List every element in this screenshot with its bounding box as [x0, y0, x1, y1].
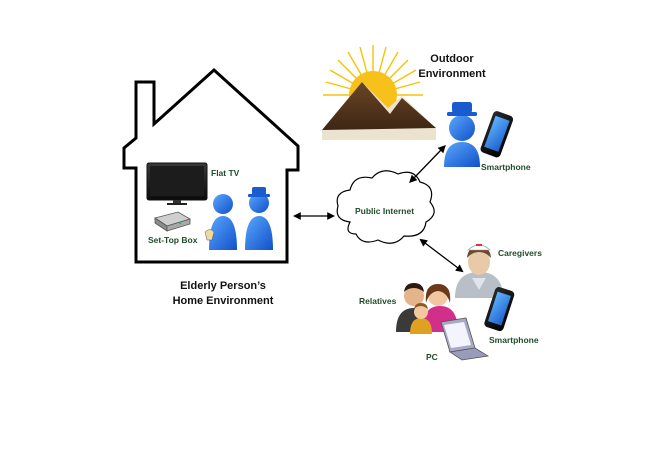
family-icon	[396, 283, 458, 334]
house-icon	[122, 67, 300, 264]
cloud-icon	[336, 170, 435, 244]
set-top-box-label: Set-Top Box	[148, 235, 198, 245]
public-internet-label: Public Internet	[355, 206, 415, 216]
arrow-internet-outdoor	[409, 144, 446, 184]
smartphone-icon	[480, 111, 514, 158]
relatives-label: Relatives	[359, 296, 397, 306]
hat-person-icon	[444, 102, 480, 167]
smartphone-icon	[484, 287, 515, 332]
tv-icon	[146, 162, 208, 205]
set-top-box-icon	[154, 211, 191, 232]
caregivers-label: Caregivers	[498, 248, 542, 258]
smartphone-remote-label: Smartphone	[489, 335, 539, 345]
caregiver-icon	[455, 244, 503, 298]
home-label-line2: Home Environment	[172, 295, 274, 307]
arrows	[292, 144, 464, 273]
outdoor-environment-label: Outdoor Environment	[412, 52, 492, 82]
outdoor-label-line2: Environment	[418, 68, 486, 80]
mountain-icon	[322, 82, 436, 140]
smartphone-outdoor-label: Smartphone	[481, 162, 531, 172]
home-label-line1: Elderly Person’s	[180, 280, 266, 292]
outdoor-label-line1: Outdoor	[430, 53, 474, 65]
flat-tv-label: Flat TV	[211, 168, 240, 178]
pc-label: PC	[426, 352, 438, 362]
elderly-couple-icon	[204, 187, 273, 250]
arrow-internet-remote	[419, 238, 464, 273]
home-environment-label: Elderly Person’s Home Environment	[163, 279, 283, 309]
laptop-icon	[440, 317, 490, 361]
